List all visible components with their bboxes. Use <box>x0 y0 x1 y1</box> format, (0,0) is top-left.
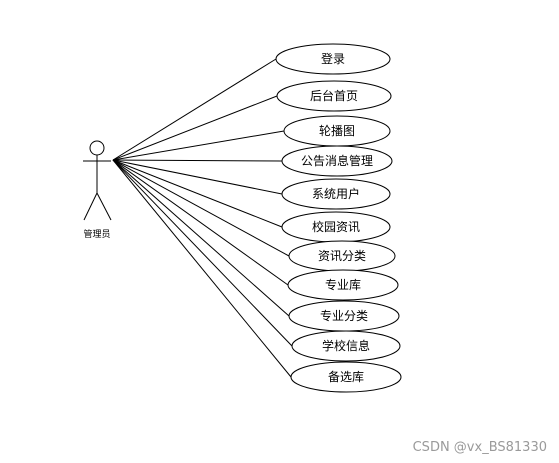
association-line <box>112 159 293 347</box>
association-lines <box>112 58 293 378</box>
use-case: 公告消息管理 <box>281 145 393 177</box>
use-case-ellipse <box>276 80 392 112</box>
actor-right-leg <box>96 192 112 221</box>
actor-label: 管理员 <box>83 228 110 240</box>
use-case-label: 轮播图 <box>319 124 355 138</box>
use-case: 校园资讯 <box>281 211 391 243</box>
use-case-ellipse <box>287 269 399 301</box>
use-case: 系统用户 <box>281 178 391 210</box>
use-case-label: 后台首页 <box>310 88 358 103</box>
association-line <box>112 159 283 162</box>
use-case: 专业分类 <box>288 300 400 332</box>
stick-figure-icon <box>83 140 112 221</box>
use-case-label: 学校信息 <box>322 338 370 353</box>
actor-head <box>89 140 105 156</box>
association-line <box>112 58 277 161</box>
actor-left-leg <box>83 192 98 221</box>
association-line <box>112 159 292 378</box>
use-case: 资讯分类 <box>288 240 396 272</box>
use-case-label: 资讯分类 <box>318 249 366 263</box>
use-case-label: 系统用户 <box>312 186 360 201</box>
association-line <box>112 159 289 286</box>
use-case-label: 校园资讯 <box>312 219 360 234</box>
use-case-list: 登录后台首页轮播图公告消息管理系统用户校园资讯资讯分类专业库专业分类学校信息备选… <box>275 43 402 393</box>
use-case-label: 公告消息管理 <box>301 153 373 168</box>
use-case-ellipse <box>281 145 393 177</box>
use-case-label: 登录 <box>321 51 345 66</box>
use-case: 轮播图 <box>283 115 391 147</box>
use-case: 备选库 <box>290 361 402 393</box>
use-case: 后台首页 <box>276 80 392 112</box>
use-case: 登录 <box>275 43 391 75</box>
use-case-label: 专业库 <box>325 277 361 292</box>
use-case-ellipse <box>281 178 391 210</box>
use-case-ellipse <box>290 361 402 393</box>
association-line <box>112 159 283 195</box>
actor-administrator: 管理员 <box>83 140 112 240</box>
use-case-ellipse <box>291 330 401 362</box>
association-line <box>112 95 278 161</box>
association-line <box>112 159 283 228</box>
use-case-ellipse <box>275 43 391 75</box>
use-case-label: 备选库 <box>328 369 364 384</box>
watermark: CSDN @vx_BS81330 <box>412 440 547 455</box>
association-line <box>112 159 290 317</box>
use-case: 学校信息 <box>291 330 401 362</box>
use-case-label: 专业分类 <box>320 308 368 323</box>
association-line <box>112 159 290 257</box>
use-case: 专业库 <box>287 269 399 301</box>
association-line <box>112 130 285 161</box>
